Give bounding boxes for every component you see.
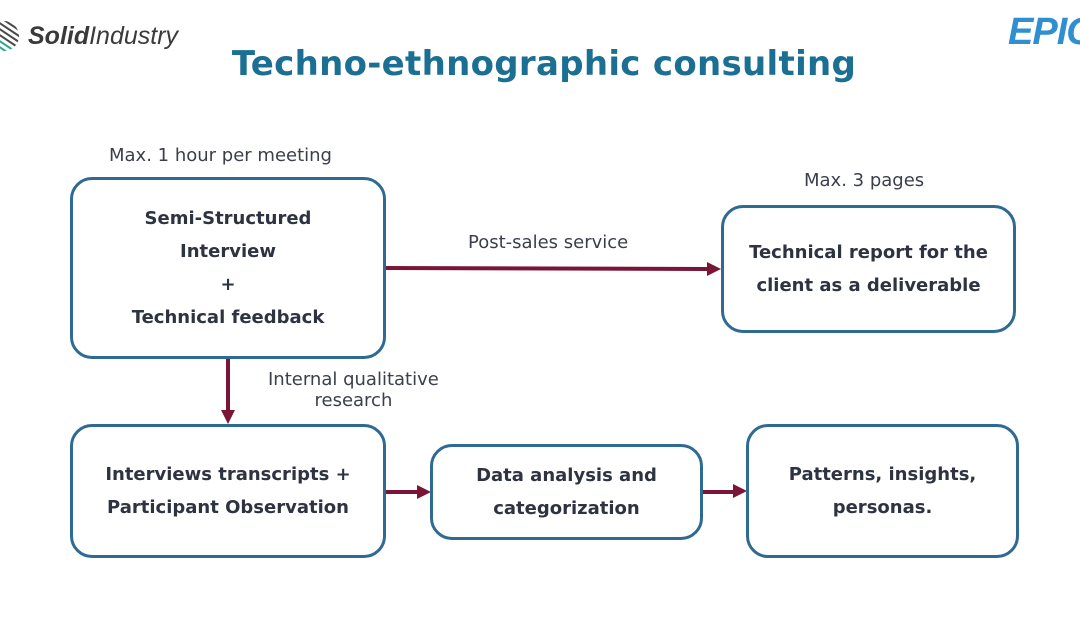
- solidindustry-logo: SolidIndustry: [0, 18, 178, 54]
- meeting-duration-label: Max. 1 hour per meeting: [109, 145, 332, 166]
- arrow-transcripts-to-analysis: [385, 485, 431, 499]
- internal-research-label: Internal qualitative research: [268, 369, 439, 411]
- epic-logo: EPIC: [1008, 10, 1080, 54]
- epic-logo-text: EPIC: [1008, 11, 1080, 53]
- page-title: Techno-ethnographic consulting: [231, 44, 857, 84]
- interview-feedback-box: Semi-Structured Interview + Technical fe…: [70, 177, 386, 359]
- patterns-insights-box: Patterns, insights, personas.: [746, 424, 1019, 558]
- technical-report-box: Technical report for the client as a del…: [721, 205, 1016, 333]
- transcripts-observation-box: Interviews transcripts + Participant Obs…: [70, 424, 386, 558]
- striped-globe-icon: [0, 21, 19, 51]
- arrow-analysis-to-patterns: [702, 484, 747, 498]
- internal-research-line2: research: [314, 390, 393, 411]
- arrow-interview-to-transcripts: [221, 358, 235, 424]
- arrow-interview-to-report: [384, 262, 721, 276]
- data-analysis-box: Data analysis and categorization: [430, 444, 703, 540]
- internal-research-line1: Internal qualitative: [268, 369, 439, 390]
- post-sales-label: Post-sales service: [468, 232, 629, 253]
- page-limit-label: Max. 3 pages: [804, 170, 925, 191]
- brand-name: SolidIndustry: [28, 21, 179, 50]
